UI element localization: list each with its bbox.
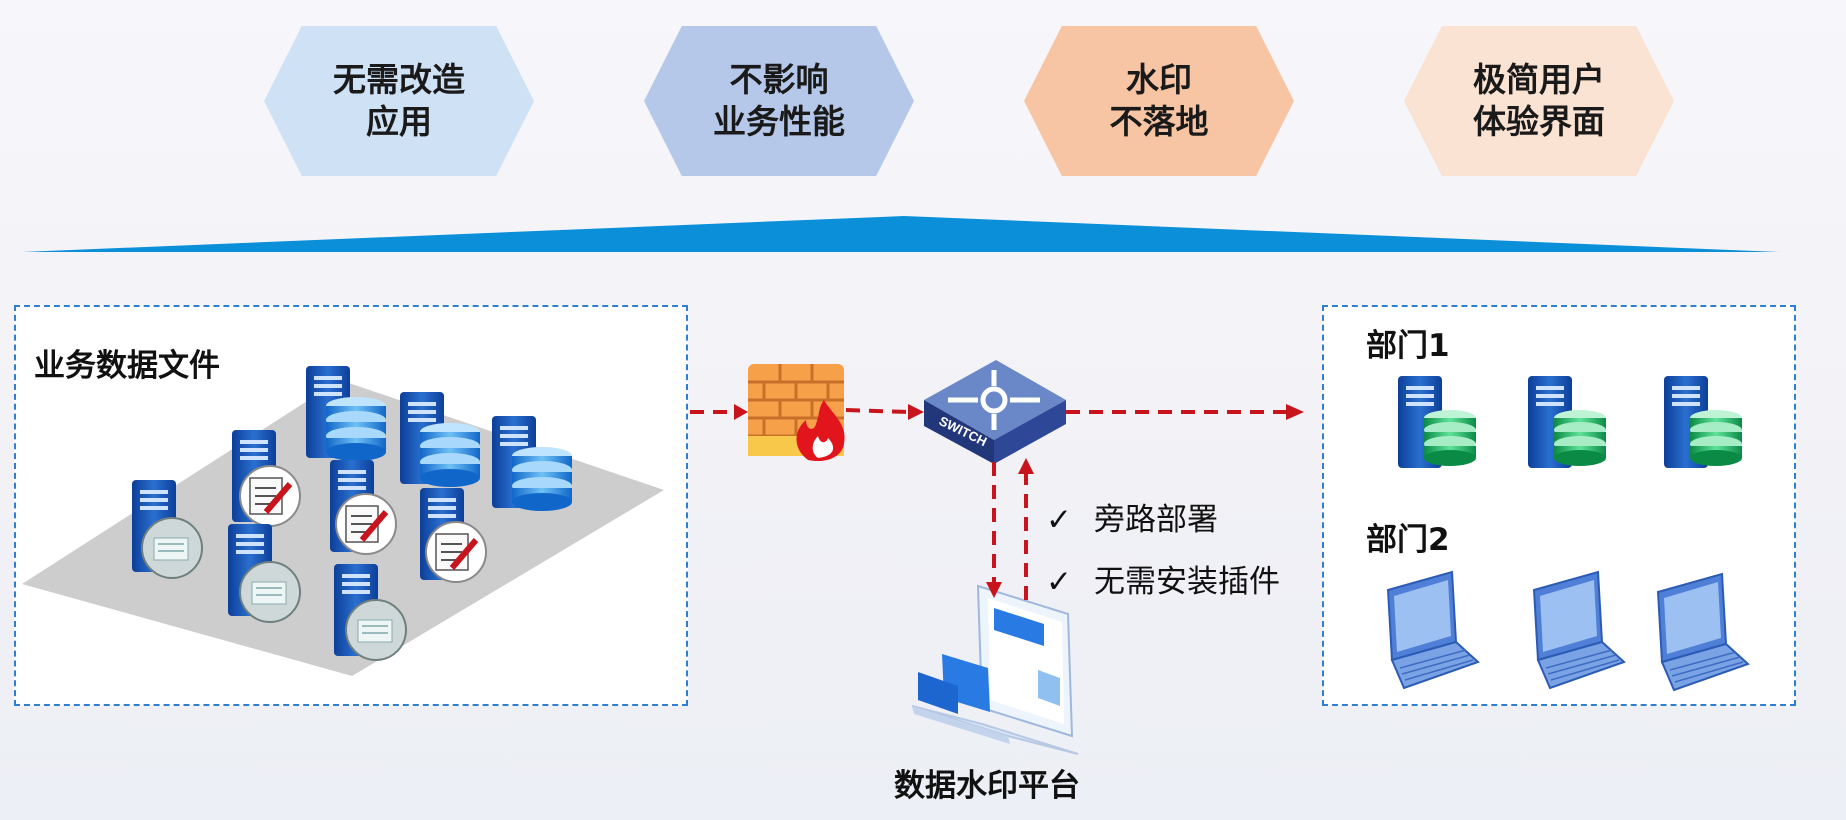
check-icon: ✓	[1046, 564, 1072, 600]
feature-line1: 极简用户	[1473, 60, 1605, 99]
flow-arrows	[690, 404, 1304, 600]
business-data-title: 业务数据文件	[34, 348, 220, 384]
feature-line2: 体验界面	[1473, 102, 1605, 141]
file-icon	[141, 517, 203, 579]
dept2-title: 部门2	[1366, 522, 1450, 558]
note-text: 无需安装插件	[1093, 564, 1280, 600]
firewall-icon	[748, 364, 845, 462]
file-icon	[239, 561, 301, 623]
document-edit-icon	[426, 522, 486, 582]
feature-line1: 不影响	[729, 60, 829, 99]
note-no-plugin: ✓ 无需安装插件	[1046, 556, 1280, 601]
note-bypass-deploy: ✓ 旁路部署	[1046, 494, 1218, 539]
database-icon	[420, 423, 480, 487]
dept2-laptop-icon	[1533, 571, 1625, 689]
dept1-database-icon	[1424, 410, 1476, 466]
switch-icon	[924, 360, 1066, 464]
dept1-title: 部门1	[1366, 328, 1450, 364]
dept2-laptop-icon	[1387, 571, 1479, 689]
watermark-platform-label: 数据水印平台	[894, 768, 1080, 804]
feature-line1: 无需改造	[333, 60, 465, 99]
feature-line2: 应用	[366, 102, 432, 141]
watermark-platform-icon	[911, 584, 1079, 755]
feature-simple-ui: 极简用户 体验界面	[1404, 26, 1674, 176]
feature-line2: 不落地	[1109, 102, 1209, 141]
database-icon	[326, 397, 386, 461]
feature-line2: 业务性能	[713, 102, 845, 141]
note-text: 旁路部署	[1093, 502, 1218, 538]
document-edit-icon	[336, 494, 396, 554]
dept1-database-icon	[1554, 410, 1606, 466]
check-icon: ✓	[1046, 502, 1072, 538]
dept1-database-icon	[1690, 410, 1742, 466]
banner-wedge	[22, 216, 1780, 252]
database-icon	[512, 447, 572, 511]
document-edit-icon	[240, 466, 300, 526]
dept2-laptop-icon	[1657, 573, 1749, 691]
feature-no-performance-impact: 不影响 业务性能	[644, 26, 914, 176]
feature-line1: 水印	[1126, 60, 1192, 99]
feature-no-app-change: 无需改造 应用	[264, 26, 534, 176]
file-icon	[345, 599, 407, 661]
feature-watermark-not-stored: 水印 不落地	[1024, 26, 1294, 176]
